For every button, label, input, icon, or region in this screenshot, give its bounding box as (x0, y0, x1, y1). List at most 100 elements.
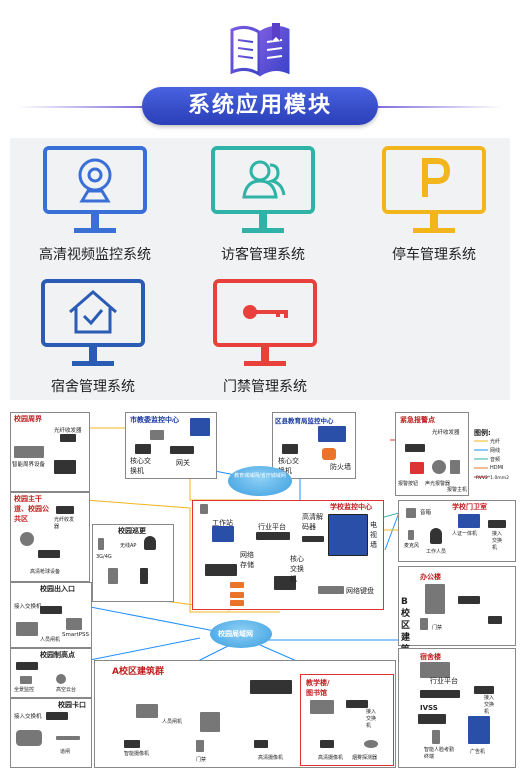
system-topology-diagram: 校园周界 光纤收发器 智能周界设备 市教委监控中心 核心交换机 网关 区县教育局… (0, 400, 520, 771)
speaker-device (406, 508, 416, 518)
teaching-switch (346, 700, 368, 708)
campus-a-switch (250, 680, 292, 694)
gate-switch-label: 接入交换机 (492, 531, 503, 551)
smartpss-label: SmartPSS (62, 632, 89, 638)
decoder-label: 高清解码器 (302, 513, 323, 531)
module-label-dormitory: 宿舍管理系统 (51, 379, 135, 395)
emergency-transceiver-label: 光纤收发器 (432, 430, 460, 436)
dome-camera-label: 高清枪球设备 (30, 569, 61, 575)
perimeter-camera-device (14, 446, 44, 458)
video-wall-device (328, 514, 368, 556)
teaching-graphic (310, 700, 334, 714)
dormitory-box (398, 648, 516, 768)
perimeter-box (10, 412, 90, 492)
legend-network: 网线 (490, 448, 501, 454)
users-icon (211, 146, 315, 233)
emergency-light (450, 460, 460, 474)
main-roads-label: 校园主干道、校园公共区 (14, 495, 49, 523)
staff-person (430, 528, 442, 544)
city-center-label: 市教委监控中心 (130, 416, 179, 424)
edu-network-label: 教育城域网/省厅城域网 (234, 473, 286, 479)
school-core-switch-label: 核心交换机 (290, 555, 304, 583)
barrier-label: 道闸 (60, 749, 71, 755)
city-gateway-label: 网关 (176, 459, 190, 467)
district-video-wall (318, 426, 346, 442)
patrol-label: 校园巡更 (118, 527, 146, 535)
a-door (196, 740, 204, 752)
a-entry-gate-label: 人员闸机 (162, 719, 183, 725)
a-hd-camera-label: 高清摄像机 (258, 755, 284, 761)
teaching-camera (320, 740, 334, 748)
emergency-alarm-box (410, 462, 424, 474)
bullet-light-label: 声光报警器 (425, 481, 451, 487)
campus-lan-cloud (210, 620, 272, 648)
ivss-label: IVSS (420, 704, 438, 712)
workstation-device (200, 504, 208, 514)
dorm-switch-label: 接入交换机 (484, 695, 495, 715)
perimeter-unit (54, 460, 76, 474)
school-gate-label: 学校门卫室 (452, 503, 487, 511)
city-switch-label: 核心交换机 (130, 457, 151, 475)
entry-gate-device (16, 622, 38, 636)
smoke-detector-label: 烟雾探测器 (352, 755, 378, 761)
decoder-device (302, 536, 324, 542)
office-camera (488, 616, 502, 624)
staff-label: 工作人员 (426, 549, 447, 555)
dormitory-building (420, 662, 450, 678)
book-icon (230, 23, 290, 77)
card-switch (46, 712, 68, 720)
mic-device (408, 530, 414, 540)
city-computer (150, 430, 164, 440)
converter-2 (230, 592, 244, 598)
a-smart-camera-label: 智能摄像机 (124, 751, 150, 757)
page-title: 系统应用模块 (187, 93, 332, 118)
smartpss-device (66, 618, 82, 630)
thermal-label: 高空云台 (56, 687, 77, 693)
transceiver-device (60, 434, 76, 442)
high-points-label: 校园制高点 (40, 651, 75, 659)
campus-card-label: 校园卡口 (58, 701, 86, 709)
a-entry-gate (136, 704, 158, 718)
entrance-label: 校园出入口 (40, 585, 75, 593)
face-terminal-label: 智能人脸考勤终端 (424, 747, 455, 760)
teaching-camera-label: 高清摄像机 (318, 755, 344, 761)
video-wall-label: 电视墙 (370, 521, 377, 549)
legend-audio: 音频 (490, 457, 501, 463)
workstation-monitor (212, 526, 234, 542)
a-building (200, 712, 220, 732)
entry-gate-label: 人员闸机 (40, 637, 61, 643)
dorm-switch (474, 686, 494, 694)
converter-3 (230, 600, 244, 606)
emergency-transceiver-device (405, 444, 425, 452)
transceiver-label: 光纤收发器 (54, 428, 82, 434)
city-video-wall (190, 418, 210, 436)
workstation-label: 工作站 (212, 519, 233, 527)
campus-a-label: A校区建筑群 (112, 667, 164, 677)
office-box (398, 566, 516, 646)
patrol-person (144, 536, 156, 550)
high-points-switch (16, 662, 38, 670)
keyboard-device (318, 586, 344, 594)
platform-server (256, 532, 290, 540)
entrance-box (10, 582, 92, 648)
storage-label: 网络存储 (240, 551, 254, 569)
smoke-detector (364, 740, 378, 748)
entrance-switch-label: 接入交换机 (14, 604, 42, 610)
office-label: 办公楼 (420, 573, 441, 581)
ap-label: 无线AP (120, 543, 137, 549)
main-roads-transceiver (56, 506, 74, 514)
module-label-visitor: 访客管理系统 (221, 247, 305, 263)
all-in-one-device (458, 514, 480, 528)
perimeter-camera-label: 智能周界设备 (12, 462, 46, 468)
school-gate-box (398, 500, 516, 562)
face-terminal-device (432, 730, 440, 744)
module-label-hd-video: 高清视频监控系统 (39, 247, 151, 263)
emergency-box (395, 412, 469, 496)
dorm-platform-label: 行业平台 (430, 677, 458, 685)
module-label-parking: 停车管理系统 (392, 247, 476, 263)
firewall-device (322, 448, 336, 460)
alarm-button-label: 报警按钮 (398, 481, 419, 487)
platform-label: 行业平台 (258, 523, 286, 531)
all-in-one-label: 人证一体机 (452, 531, 478, 537)
school-core-switch (274, 576, 296, 590)
